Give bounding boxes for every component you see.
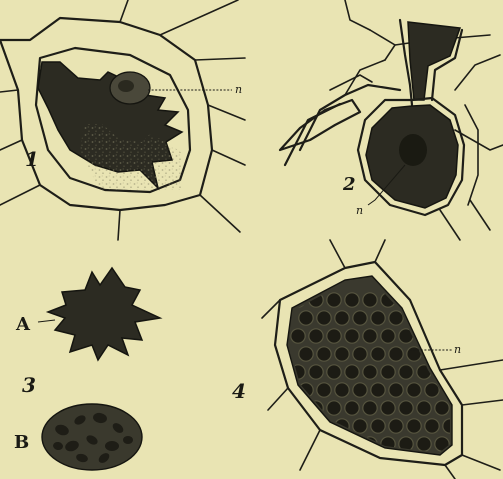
nucleus-cell [299, 419, 313, 433]
nucleus-cell [353, 311, 367, 325]
nucleus-cell [389, 383, 403, 397]
nucleus-blob [123, 436, 133, 444]
nucleus-cell [291, 437, 305, 451]
protoplast-a [48, 268, 160, 360]
part-label-b: B [14, 432, 29, 453]
nucleus-cell [345, 293, 359, 307]
nucleus-cell [299, 311, 313, 325]
nucleus-cell [417, 401, 431, 415]
part-label-a: A [15, 314, 31, 335]
nucleus-cell [435, 401, 449, 415]
nucleus-cell [353, 419, 367, 433]
nucleus-cell [291, 329, 305, 343]
nucleus-cell [363, 401, 377, 415]
figure-3: A 3 B [14, 268, 160, 470]
nucleus-cell [317, 383, 331, 397]
nucleus-cell [389, 311, 403, 325]
nucleus-cell [425, 311, 439, 325]
nucleus-cell [327, 329, 341, 343]
nucleus-cell [335, 311, 349, 325]
figure-4: n 4 [232, 240, 503, 479]
nucleus-cell [371, 347, 385, 361]
nucleus-cell [299, 347, 313, 361]
nucleus-cell [327, 365, 341, 379]
nucleus-cell [381, 329, 395, 343]
nucleus-cell [443, 311, 457, 325]
nucleus-label-4: n [454, 343, 461, 356]
nucleus-cell [371, 419, 385, 433]
nucleus-cell [327, 401, 341, 415]
nucleus-cell [317, 347, 331, 361]
nucleus-cell [335, 347, 349, 361]
nucleus-cell [407, 419, 421, 433]
nucleus-cell [345, 329, 359, 343]
nucleus-cell [389, 347, 403, 361]
nucleus-cell [371, 311, 385, 325]
figure-label-1: 1 [25, 147, 39, 171]
nucleus-cell [399, 401, 413, 415]
nucleus-blob [105, 441, 119, 451]
nucleus-cell [381, 365, 395, 379]
figure-label-4: 4 [232, 379, 246, 403]
nucleus-cell [345, 401, 359, 415]
nucleus-cell [363, 293, 377, 307]
figure-2: n 2 [280, 0, 503, 240]
nucleus-cell [345, 365, 359, 379]
nucleus-cell [425, 419, 439, 433]
nucleus-cell [435, 329, 449, 343]
nucleus-cell [363, 329, 377, 343]
figure-1: n 1 [0, 0, 245, 240]
nucleus [399, 134, 427, 166]
nucleus-cell [309, 365, 323, 379]
nucleus-cell [309, 329, 323, 343]
nucleus-cell [381, 401, 395, 415]
nucleus-cell [371, 383, 385, 397]
nucleus-cell [399, 365, 413, 379]
nucleus-cell [417, 437, 431, 451]
nucleus-label-2: n [356, 204, 363, 217]
nucleus-cell [389, 419, 403, 433]
nucleus-cell [363, 365, 377, 379]
nucleus-cell [443, 419, 457, 433]
nucleus-cell [417, 293, 431, 307]
nucleus-cell [335, 383, 349, 397]
nucleus-label-1: n [235, 83, 242, 96]
nucleus-cell [353, 347, 367, 361]
nucleus-cell [353, 383, 367, 397]
nucleus-cell [435, 293, 449, 307]
figure-label-2: 2 [342, 174, 356, 195]
nucleus-cell [317, 311, 331, 325]
nucleus-cell [327, 293, 341, 307]
nucleus-cell [425, 383, 439, 397]
nucleus-cell [407, 383, 421, 397]
figure-label-3: 3 [22, 373, 36, 397]
